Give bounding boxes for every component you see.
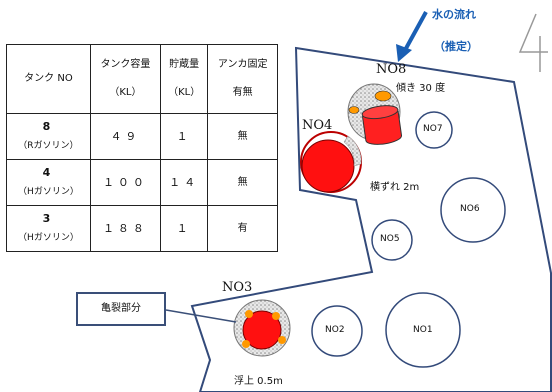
tank-no3 — [233, 299, 291, 357]
cell-stored: １４ — [159, 159, 209, 206]
callout-leader — [165, 309, 237, 323]
header-unit: （KL） — [109, 87, 142, 98]
flow-arrow-shaft — [402, 11, 428, 53]
label-no5: NO5 — [380, 234, 400, 244]
flow-arrow-head — [396, 44, 412, 62]
tank-no5 — [371, 219, 413, 261]
tank-kind: （Hガソリン） — [18, 233, 79, 243]
tank-number: 4 — [42, 166, 55, 179]
label-no8: NO8 — [376, 62, 407, 77]
tank-number: 3 — [42, 212, 55, 225]
header-label: タンク NO — [24, 73, 73, 84]
header-label: アンカ固定 — [217, 59, 268, 70]
tank-no8 — [347, 83, 402, 145]
label-no1: NO1 — [413, 325, 433, 335]
cell-anchor: 有 — [207, 205, 278, 252]
cell-anchor: 無 — [207, 113, 278, 160]
tank-no6 — [440, 177, 506, 243]
tank-table: タンク NO タンク容量 （KL） 貯蔵量 （KL） アンカ固定有無 8 （Rガソリン… — [6, 44, 278, 252]
cell-stored: １ — [159, 205, 209, 252]
annotation-tilt: 傾き 30 度 — [396, 83, 446, 94]
cell-stored: １ — [159, 113, 209, 160]
flow-note: （推定） — [434, 40, 478, 53]
cell-capacity: １８８ — [89, 205, 162, 252]
label-no2: NO2 — [325, 325, 345, 335]
header-capacity: タンク容量 （KL） — [89, 44, 162, 114]
tank-table-header: タンク NO タンク容量 （KL） 貯蔵量 （KL） アンカ固定有無 — [6, 44, 278, 114]
cell-tank-no: 8 （Rガソリン） — [6, 113, 91, 160]
flow-title: 水の流れ — [432, 8, 476, 21]
header-tank-no: タンク NO — [6, 44, 91, 114]
cell-tank-no: 3 （Hガソリン） — [6, 205, 91, 252]
crack-callout: 亀裂部分 — [76, 292, 166, 326]
label-no4: NO4 — [302, 118, 333, 133]
cell-anchor: 無 — [207, 159, 278, 206]
table-row: 8 （Rガソリン） ４９ １ 無 — [6, 113, 278, 160]
tank-no7 — [415, 111, 453, 149]
cell-capacity: １００ — [89, 159, 162, 206]
cell-capacity: ４９ — [89, 113, 162, 160]
tank-kind: （Hガソリン） — [18, 187, 79, 197]
tank-no2 — [311, 305, 363, 357]
header-stored: 貯蔵量 （KL） — [159, 44, 209, 114]
header-anchor: アンカ固定有無 — [207, 44, 278, 114]
header-unit: （KL） — [168, 87, 201, 98]
tank-kind: （Rガソリン） — [18, 141, 79, 151]
header-label: タンク容量 — [100, 59, 151, 70]
tank-no4 — [300, 131, 362, 193]
header-label: 貯蔵量 — [169, 59, 200, 70]
header-unit: 有無 — [232, 87, 253, 98]
tank-number: 8 — [42, 120, 55, 133]
table-row: 3 （Hガソリン） １８８ １ 有 — [6, 205, 278, 252]
site-boundary — [190, 46, 552, 392]
cell-tank-no: 4 （Hガソリン） — [6, 159, 91, 206]
table-row: 4 （Hガソリン） １００ １４ 無 — [6, 159, 278, 206]
annotation-float: 浮上 0.5m — [234, 376, 283, 387]
tank-no1 — [385, 292, 461, 368]
annotation-shift: 横ずれ 2m — [370, 182, 420, 193]
label-no6: NO6 — [460, 204, 480, 214]
page-number-4 — [518, 13, 548, 72]
label-no3: NO3 — [222, 280, 253, 295]
label-no7: NO7 — [423, 124, 443, 134]
